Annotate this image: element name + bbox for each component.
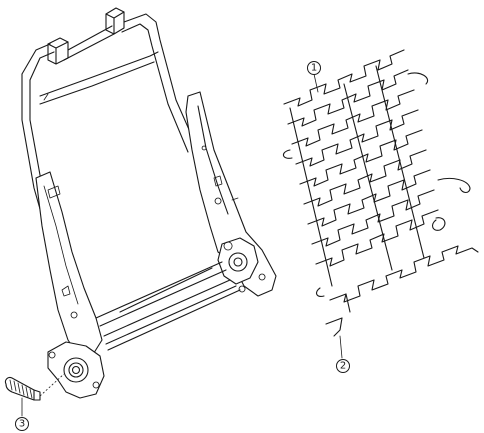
callout-1-label: 1 (311, 63, 317, 74)
bolt-3 (4, 373, 65, 417)
seat-back-spring-2 (325, 245, 479, 359)
callout-3: 3 (15, 417, 29, 431)
headrest-guide-left (47, 37, 69, 65)
callout-2-label: 2 (340, 361, 346, 372)
callout-2: 2 (336, 359, 350, 373)
seat-back-spring-1 (282, 49, 471, 297)
headrest-guide-right (105, 7, 125, 35)
callout-3-label: 3 (19, 419, 25, 430)
seat-back-frame (21, 7, 277, 399)
callout-1: 1 (307, 61, 321, 75)
